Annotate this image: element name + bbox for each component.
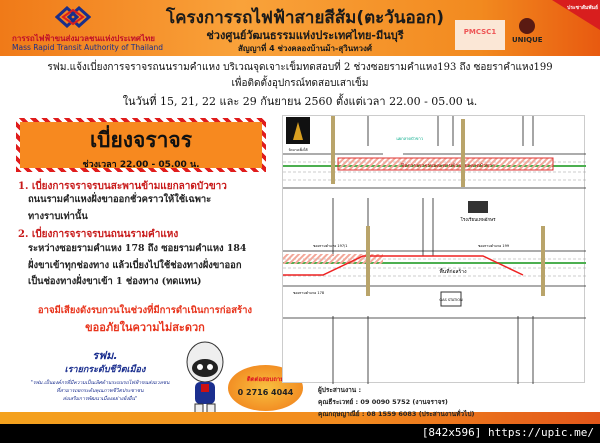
mrta-name: รฟม.	[92, 349, 118, 362]
detour-route	[283, 255, 524, 276]
detour-time: ช่วงเวลา 22.00 - 05.00 น.	[82, 160, 200, 170]
item-1-heading: 1. เบี่ยงการจราจรบนสะพานข้ามแยกลาดบัวขาว	[18, 181, 227, 192]
hotline-number[interactable]: 0 2716 4044	[237, 388, 294, 397]
traffic-map: วัดบางเพ็งใต้ ปิดการจราจรบนสะพานข้ามแยกล…	[282, 115, 586, 384]
mrta-logo-icon	[55, 6, 91, 28]
contract-label: สัญญาที่ 4 ช่วงคลองบ้านม้า-สุวินทวงศ์	[238, 44, 372, 53]
contact-person-2: คุณกฤษญาณีย์ : 08 1559 6083 (ประสานงานทั…	[318, 410, 475, 418]
unique-label: UNIQUE	[512, 36, 543, 44]
temple-label: วัดบางเพ็งใต้	[288, 146, 308, 152]
item-1-line: ทางราบเท่านั้น	[28, 210, 88, 222]
mrta-motto: "รฟม.เป็นองค์กรที่มีความเป็นเลิศด้านระบบ…	[10, 379, 190, 403]
notice-dates: ในวันที่ 15, 21, 22 และ 29 กันยายน 2560 …	[122, 95, 478, 108]
item-1-line: ถนนรามคำแหงฝั่งขาออกชั่วคราวให้ใช้เฉพาะ	[28, 194, 212, 205]
hotline-label: ติดต่อสอบถาม	[246, 376, 285, 383]
soi-178-label: ซอยรามคำแหง 178	[293, 291, 324, 295]
contact-person-1: คุณธีระเวทย์ : 09 0090 5752 (งานจราจร)	[318, 398, 448, 406]
unique-emblem-icon	[519, 18, 535, 34]
item-2-line: ระหว่างซอยรามคำแหง 178 ถึง ซอยรามคำแหง 1…	[28, 243, 247, 254]
contact-info: ผู้ประสานงาน : คุณธีระเวทย์ : 09 0090 57…	[318, 384, 474, 420]
closed-bridge-area	[337, 157, 554, 171]
soi-199-label: ซอยรามคำแหง 199	[478, 244, 509, 248]
soi-197-label: ซอยรามคำแหง 197/1	[313, 244, 347, 248]
construction-label: พื้นที่ก่อสร้าง	[439, 266, 467, 275]
item-2-line: เป็นช่องทางฝั่งขาเข้า 1 ช่องทาง (ทดแทน)	[28, 276, 202, 287]
junction-label: แยกลาดบัวขาว	[396, 136, 423, 141]
motto-line: ที่สามารถยกระดับคุณภาพชีวิตประชาชน	[56, 388, 144, 394]
warning-line-2: ขออภัยในความไม่สะดวก	[85, 321, 205, 334]
project-subtitle: ช่วงศูนย์วัฒนธรรมแห่งประเทศไทย-มีนบุรี	[206, 29, 404, 42]
poster: การรถไฟฟ้าขนส่งมวลชนแห่งประเทศไทย Mass R…	[0, 0, 600, 424]
detour-sign: เบี่ยงจราจร ช่วงเวลา 22.00 - 05.00 น.	[16, 118, 266, 172]
footer-bar	[0, 412, 600, 424]
motto-line: "รฟม.เป็นองค์กรที่มีความเป็นเลิศด้านระบบ…	[30, 380, 170, 386]
mrta-slogan: เรายกระดับชีวิตเมือง	[64, 365, 146, 375]
item-2-desc: ระหว่างซอยรามคำแหง 178 ถึง ซอยรามคำแหง 1…	[28, 241, 288, 291]
item-2-line: ฝั่งขาเข้าทุกช่องทาง แล้วเบี่ยงไปใช้ช่อง…	[28, 259, 242, 271]
item-1-desc: ถนนรามคำแหงฝั่งขาออกชั่วคราวให้ใช้เฉพาะ …	[28, 192, 288, 225]
item-2-heading: 2. เบี่ยงการจราจรบนถนนรามคำแหง	[18, 229, 179, 240]
contact-title: ผู้ประสานงาน :	[318, 386, 362, 394]
gas-station-icon	[440, 291, 462, 307]
org-name-en: Mass Rapid Transit Authority of Thailand	[12, 43, 164, 52]
school-icon	[468, 201, 488, 213]
watermark: [842x596] https://upic.me/	[421, 426, 594, 439]
map-drawing: วัดบางเพ็งใต้ ปิดการจราจรบนสะพานข้ามแยกล…	[283, 116, 586, 384]
mascot-icon	[186, 341, 224, 417]
corner-ribbon: ประชาสัมพันธ์	[552, 0, 600, 30]
school-label: โรงเรียนเทพอักษร	[461, 216, 497, 223]
warning-line-1: อาจมีเสียงดังรบกวนในช่วงที่มีการดำเนินกา…	[37, 305, 253, 316]
motto-line: ส่งเสริมการพัฒนาเมืองอย่างยั่งยืน"	[62, 396, 138, 402]
org-name-th: การรถไฟฟ้าขนส่งมวลชนแห่งประเทศไทย	[12, 34, 155, 43]
detour-title: เบี่ยงจราจร	[89, 127, 193, 152]
unique-logo: UNIQUE	[512, 18, 543, 44]
header-banner: การรถไฟฟ้าขนส่งมวลชนแห่งประเทศไทย Mass R…	[0, 0, 600, 56]
project-title: โครงการรถไฟฟ้าสายสีส้ม(ตะวันออก)	[166, 8, 444, 28]
notice-line-2: เพื่อติดตั้งอุปกรณ์ทดสอบเสาเข็ม	[231, 78, 369, 89]
pmcsc1-logo: PMCSC1	[455, 20, 505, 50]
gas-station-label: GAS STATION	[439, 298, 463, 302]
bridge-note: ปิดการจราจรบนสะพานข้ามแยกลาดบัวขาว	[401, 162, 495, 169]
notice-line-1: รฟม.แจ้งเบี่ยงการจราจรถนนรามคำแหง บริเวณ…	[47, 62, 553, 73]
